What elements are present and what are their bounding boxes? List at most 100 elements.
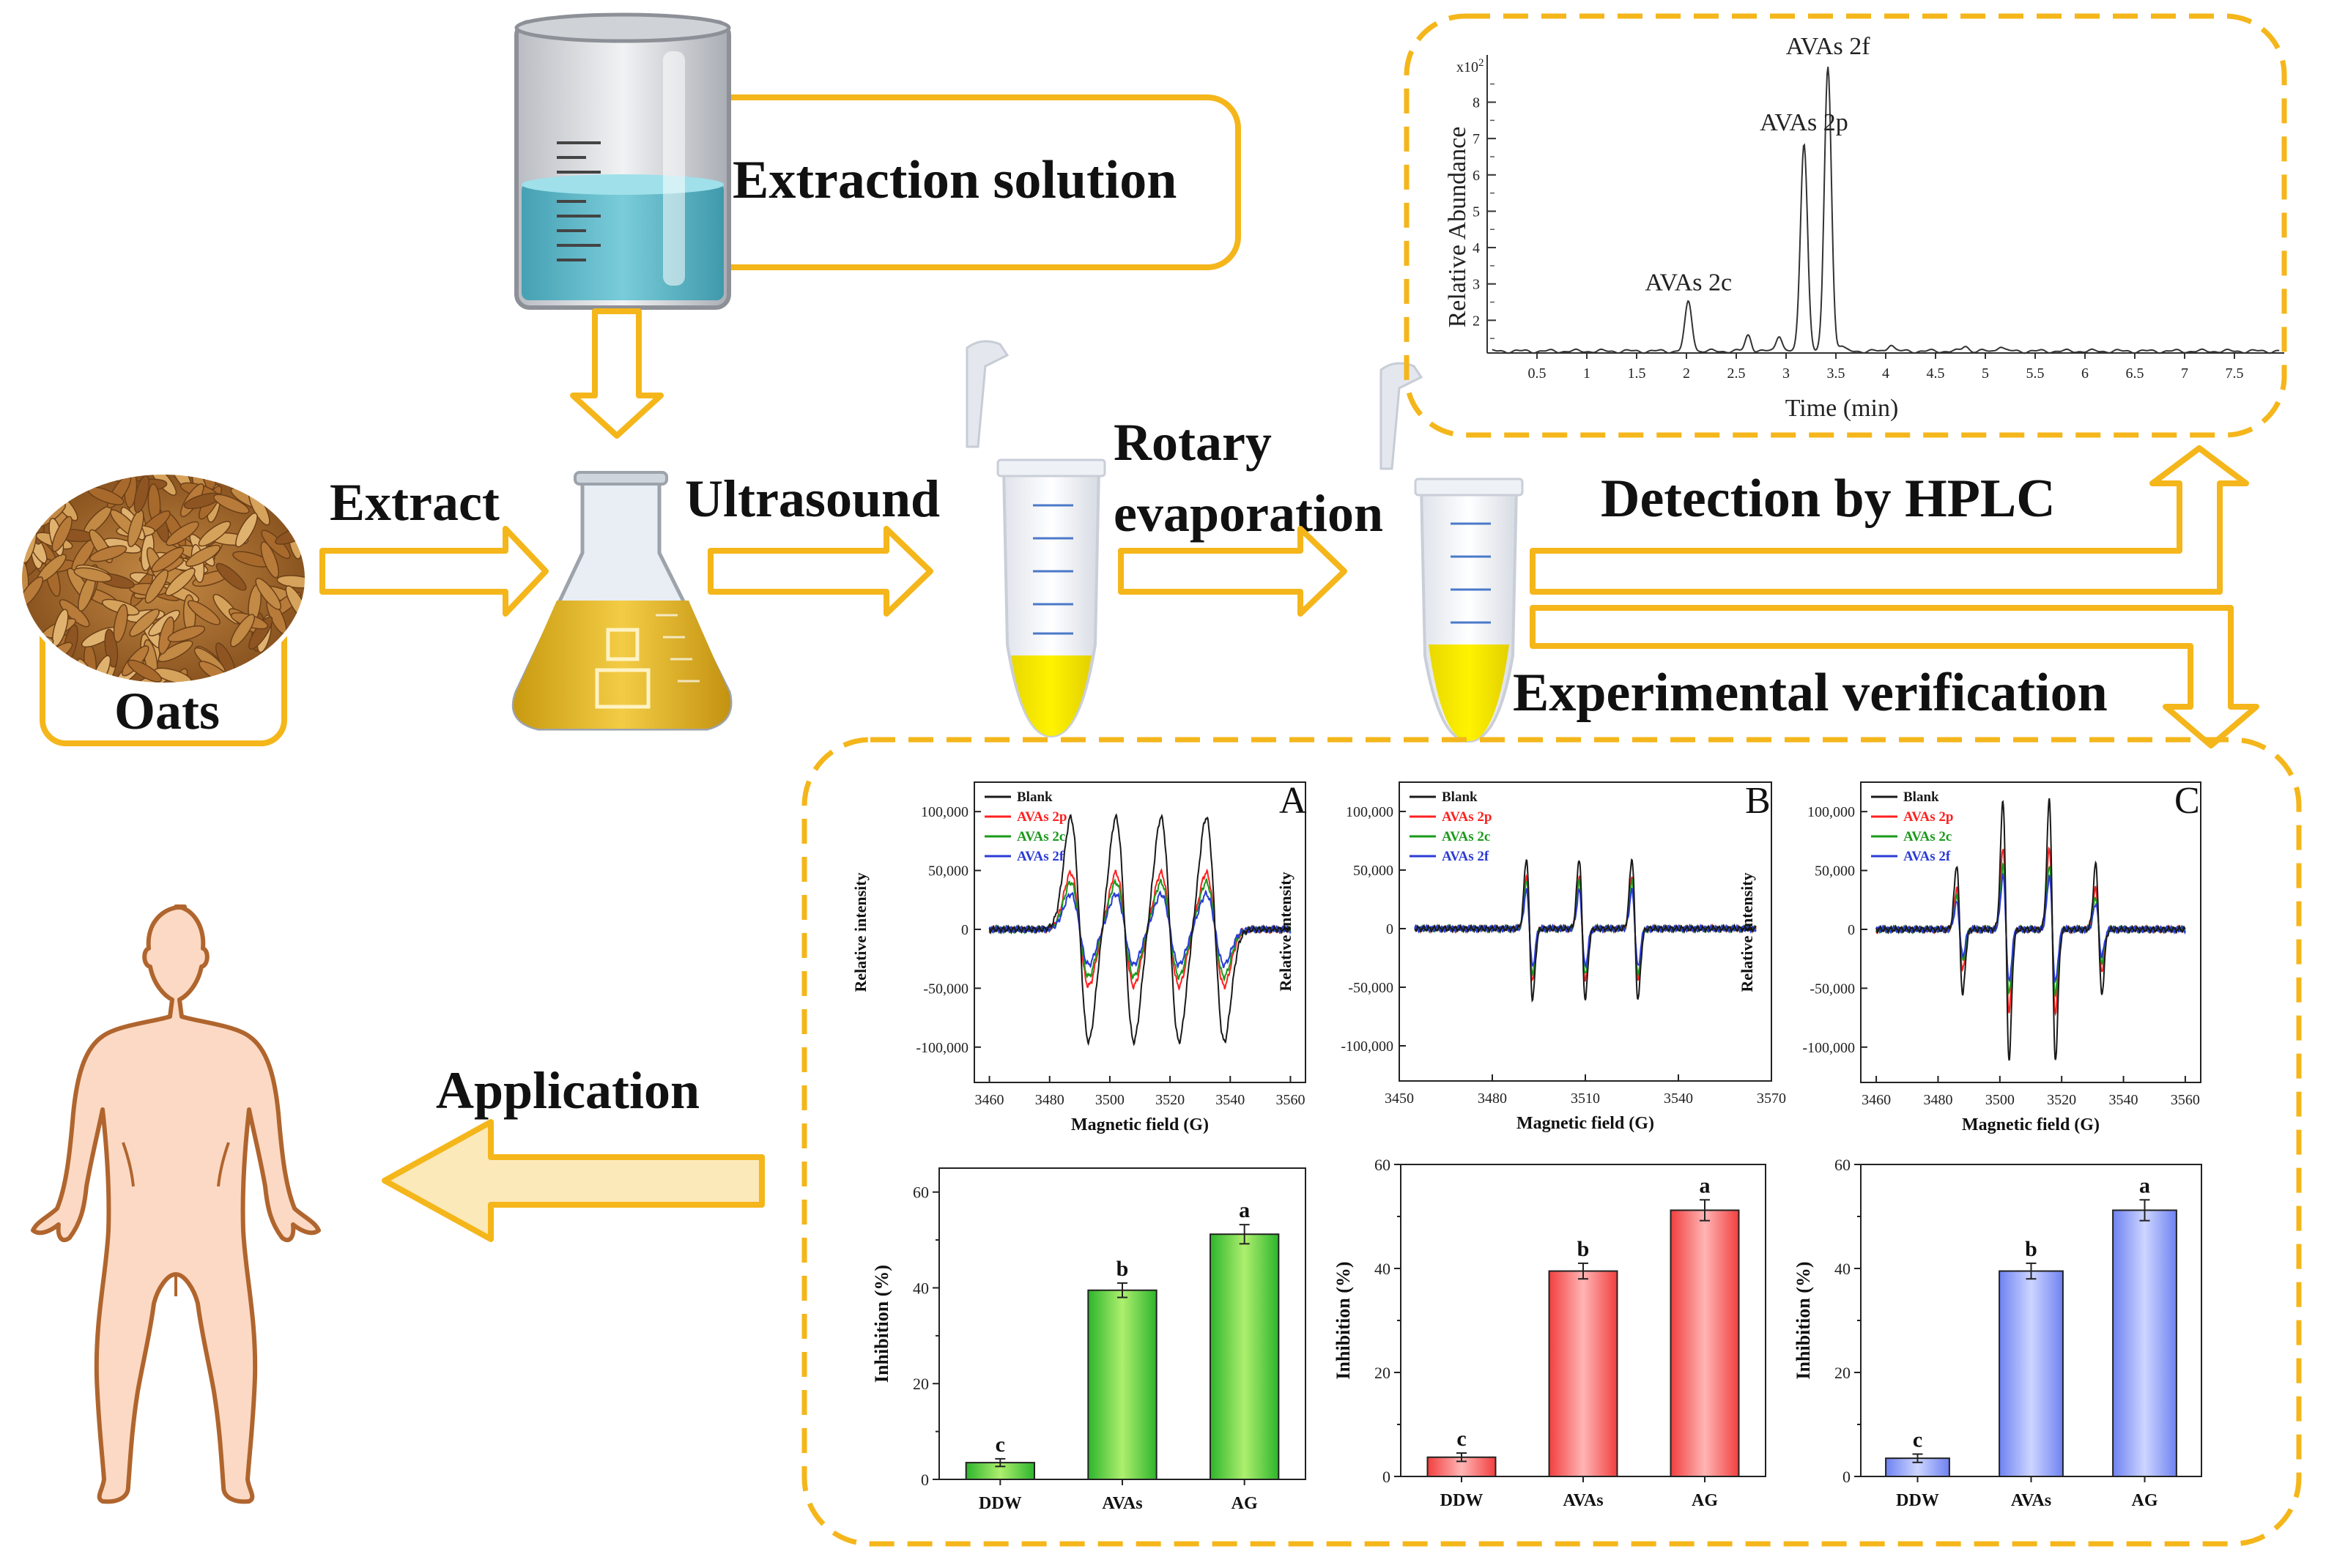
rotary-arrow — [1118, 526, 1347, 617]
x-tick-label: 3480 — [1923, 1092, 1952, 1108]
y-tick-label: -100,000 — [916, 1040, 968, 1056]
oat-grain — [167, 625, 206, 643]
y-tick-label: 40 — [1834, 1260, 1851, 1278]
y-axis-label: Relative Abundance — [1444, 127, 1471, 328]
extraction-solution-label: Extraction solution — [733, 150, 1177, 210]
oat-grain — [243, 670, 274, 685]
y-axis-label: Relative intensity — [1276, 872, 1295, 991]
oat-grain — [51, 472, 89, 486]
spectrum-series — [1875, 798, 2186, 1061]
oats-grains-image — [18, 470, 309, 687]
x-tick-label: 3 — [1782, 365, 1790, 382]
oat-grain — [165, 568, 196, 596]
legend-entry: AVAs 2c — [1903, 829, 1952, 844]
legend-entry: AVAs 2p — [1903, 809, 1953, 825]
oat-grain — [53, 472, 92, 488]
centrifuge-tube-icon — [1379, 362, 1524, 743]
ultrasound-label: Ultrasound — [685, 469, 940, 528]
oat-grain — [63, 666, 78, 685]
x-tick-label: 3460 — [975, 1092, 1004, 1108]
y-tick-label: 20 — [1834, 1364, 1851, 1382]
x-axis-label: Magnetic field (G) — [1516, 1114, 1654, 1133]
oat-grain — [20, 665, 33, 685]
x-tick-label: 5.5 — [2026, 365, 2045, 382]
x-axis-label: Magnetic field (G) — [1962, 1115, 2100, 1134]
y-tick-label: 0 — [961, 922, 968, 938]
x-tick-label: 3500 — [1095, 1092, 1125, 1108]
y-tick-label: 8 — [1473, 95, 1480, 111]
y-tick-label: 50,000 — [1353, 863, 1393, 879]
oat-grain — [283, 472, 307, 479]
significance-letter: b — [1116, 1257, 1129, 1281]
y-tick-label: 0 — [921, 1471, 929, 1489]
oat-grain — [198, 521, 232, 547]
x-tick-label: 7 — [2181, 365, 2188, 382]
spectrum-series — [1414, 858, 1757, 1003]
x-tick-label: DDW — [1896, 1491, 1939, 1510]
extract-label: Extract — [330, 473, 500, 532]
application-label: Application — [436, 1061, 700, 1120]
peak-label: AVAs 2c — [1645, 270, 1732, 297]
oat-grain — [253, 659, 271, 685]
y-tick-label: 20 — [913, 1375, 929, 1393]
x-tick-label: 3510 — [1571, 1090, 1600, 1107]
chromatogram-trace — [1492, 67, 2280, 354]
x-tick-label: 3560 — [1275, 1092, 1305, 1108]
oat-grain — [185, 544, 221, 567]
oat-grain — [113, 603, 128, 643]
oat-grain — [235, 512, 258, 548]
significance-letter: a — [1700, 1173, 1711, 1197]
panel-letter: B — [1745, 780, 1771, 822]
y-tick-label: 60 — [1374, 1156, 1390, 1174]
y-tick-label: -50,000 — [923, 981, 968, 997]
legend-entry: AVAs 2p — [1442, 809, 1492, 825]
x-tick-label: 3460 — [1862, 1092, 1891, 1108]
bar — [1670, 1209, 1740, 1477]
y-multiplier: x102 — [1456, 57, 1484, 75]
oat-grain — [281, 472, 305, 486]
x-tick-label: AVAs — [1563, 1491, 1603, 1510]
legend-entry: AVAs 2c — [1442, 829, 1490, 844]
x-tick-label: 6.5 — [2126, 365, 2144, 382]
oat-grain — [127, 659, 163, 683]
x-tick-label: 3520 — [1155, 1092, 1185, 1108]
experimental-box — [801, 737, 2302, 1547]
x-tick-label: 6 — [2081, 365, 2089, 382]
bar — [2112, 1209, 2177, 1477]
y-tick-label: 3 — [1473, 277, 1480, 293]
peak-label: AVAs 2p — [1760, 109, 1848, 136]
oat-grain — [45, 472, 75, 486]
x-tick-label: 2 — [1683, 365, 1690, 382]
oats-label: Oats — [114, 682, 220, 740]
legend-entry: AVAs 2f — [1903, 849, 1951, 864]
y-tick-label: 60 — [1834, 1156, 1851, 1174]
x-tick-label: 4 — [1882, 365, 1889, 382]
oat-grain — [51, 516, 73, 552]
experimental-arrow — [1530, 605, 2259, 748]
oat-grain — [52, 472, 88, 480]
x-tick-label: 3520 — [2047, 1092, 2076, 1108]
legend-entry: AVAs 2f — [1442, 849, 1489, 864]
x-tick-label: AVAs — [2011, 1491, 2051, 1510]
peak-label: AVAs 2f — [1786, 33, 1871, 60]
legend-entry: Blank — [1017, 789, 1053, 805]
significance-letter: c — [996, 1433, 1005, 1457]
y-tick-label: 2 — [1473, 313, 1480, 329]
x-axis-label: Time (min) — [1785, 395, 1899, 422]
y-tick-label: 0 — [1382, 1468, 1390, 1486]
x-tick-label: 3540 — [1664, 1090, 1693, 1107]
x-tick-label: 3570 — [1757, 1090, 1786, 1107]
y-tick-label: 100,000 — [921, 804, 968, 820]
y-tick-label: -100,000 — [1341, 1038, 1393, 1055]
oat-grain — [215, 562, 247, 591]
application-arrow — [382, 1119, 765, 1242]
x-tick-label: 2.5 — [1727, 365, 1746, 382]
x-tick-label: 3560 — [2171, 1092, 2200, 1108]
significance-letter: a — [1239, 1198, 1250, 1222]
significance-letter: b — [2025, 1237, 2037, 1261]
human-body-icon — [31, 904, 321, 1504]
